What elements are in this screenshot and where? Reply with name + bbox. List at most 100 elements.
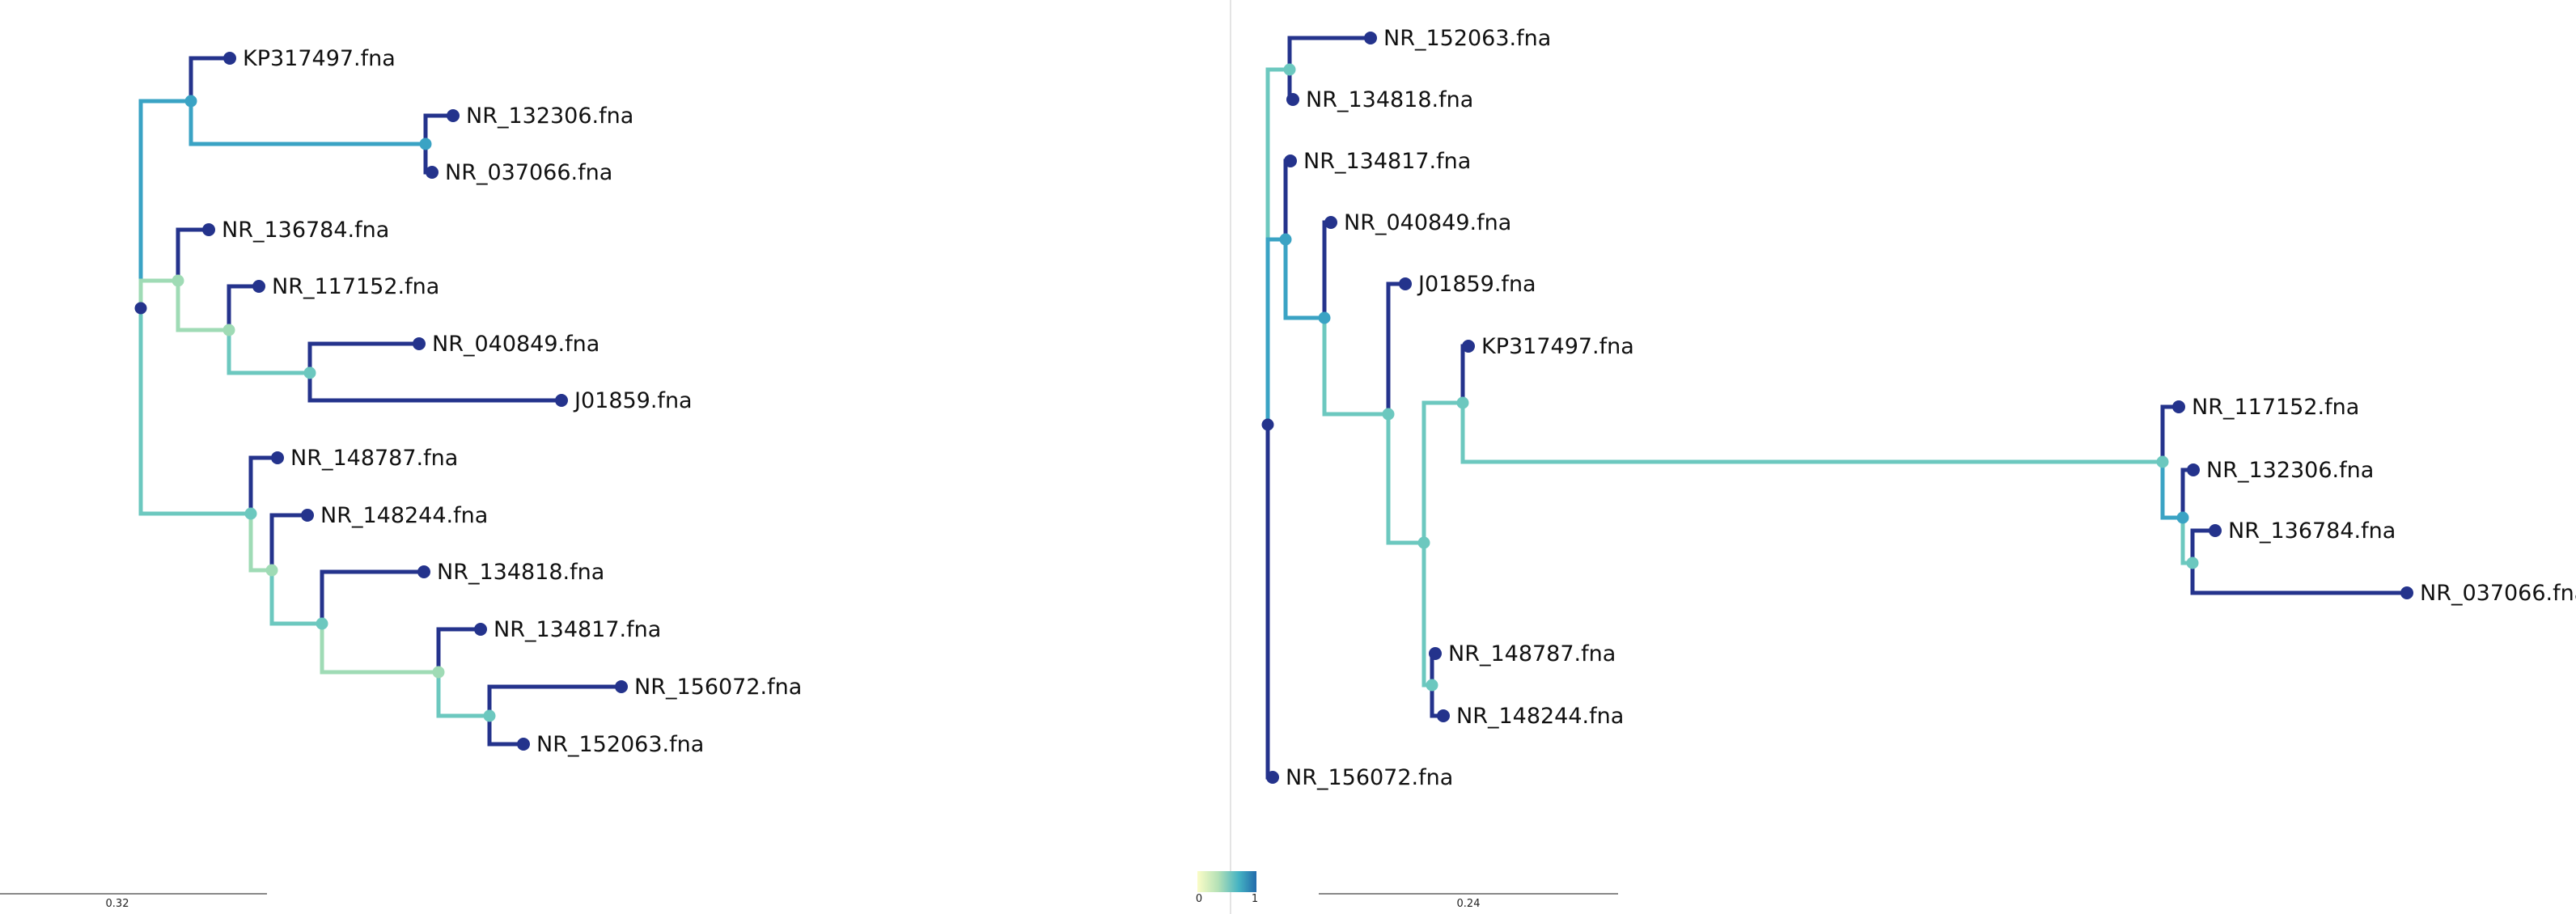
leaf-label: NR_134817.fna — [1303, 149, 1471, 174]
internal-node — [184, 95, 197, 108]
leaf-node — [1437, 709, 1450, 722]
branch-d — [176, 281, 229, 332]
leaf-label: KP317497.fna — [243, 46, 396, 71]
leaf-label: NR_148787.fna — [1448, 641, 1616, 666]
leaf-label: NR_040849.fna — [432, 332, 600, 357]
branch-b — [189, 101, 426, 146]
branch-l_kp317497 — [189, 56, 230, 101]
leaf-label: NR_148787.fna — [290, 446, 458, 471]
branch-l_nr132306 — [423, 113, 453, 144]
branch-r_nr132306 — [2180, 468, 2193, 518]
leaf-node — [517, 738, 530, 751]
leaf-node — [417, 565, 430, 578]
internal-node — [483, 709, 496, 722]
internal-node — [265, 564, 278, 577]
leaf-label: NR_037066.fna — [445, 160, 612, 185]
branch-l_nr134817 — [436, 627, 481, 672]
internal-node — [1426, 679, 1438, 692]
leaf-label: NR_117152.fna — [2192, 395, 2359, 420]
branch-r_nr152063 — [1287, 36, 1371, 70]
leaf-node — [1286, 93, 1299, 106]
branch-h — [2160, 462, 2183, 520]
leaf-node — [2209, 524, 2222, 537]
branch-r_kp317497 — [1460, 344, 1468, 403]
internal-node — [172, 274, 184, 287]
leaf-node — [413, 337, 426, 350]
branch-e — [1386, 414, 1424, 545]
branch-l_nr148787 — [248, 455, 278, 514]
branch-r_nr040849 — [1322, 220, 1331, 318]
leaf-label: NR_134818.fna — [437, 560, 604, 585]
branch-r_nr156072 — [1265, 425, 1273, 780]
internal-node — [316, 617, 328, 630]
branch-c — [1283, 239, 1324, 320]
leaf-label: NR_156072.fna — [634, 675, 802, 700]
leaf-node — [1364, 32, 1377, 44]
leaf-node — [223, 52, 236, 65]
leaf-label: NR_148244.fna — [1456, 704, 1624, 729]
leaf-node — [2172, 400, 2185, 413]
internal-node — [2186, 556, 2199, 569]
internal-node — [244, 507, 257, 520]
left-scale-label: 0.32 — [106, 898, 129, 910]
leaf-node — [1429, 647, 1442, 660]
left-tree: KP317497.fnaNR_132306.fnaNR_037066.fnaNR… — [134, 46, 802, 757]
leaf-label: NR_152063.fna — [536, 732, 704, 757]
leaf-label: NR_117152.fna — [272, 274, 439, 299]
leaf-label: J01859.fna — [573, 388, 693, 413]
internal-node — [2176, 511, 2189, 524]
leaf-label: NR_134817.fna — [494, 617, 661, 642]
branch-a — [138, 99, 191, 308]
branch-r_nr117152 — [2160, 404, 2179, 462]
internal-node — [1318, 311, 1331, 324]
leaf-node — [555, 394, 568, 407]
right-scale-label: 0.24 — [1457, 898, 1481, 910]
branch-l_nr040849 — [307, 341, 419, 373]
branch-r_j01859 — [1386, 281, 1405, 414]
right-scale-bar: 0.24 — [1319, 893, 1618, 910]
branch-i — [320, 624, 439, 675]
internal-node — [419, 138, 432, 150]
internal-node — [303, 366, 316, 379]
internal-node — [432, 666, 445, 679]
leaf-node — [2400, 586, 2413, 599]
leaf-node — [447, 109, 460, 122]
branch-f — [1421, 400, 1463, 543]
branch-l_nr117152 — [227, 284, 259, 330]
right-tree: NR_152063.fnaNR_134818.fnaNR_134817.fnaN… — [1261, 26, 2576, 790]
internal-node — [1283, 63, 1296, 76]
leaf-label: NR_040849.fna — [1344, 210, 1511, 235]
branch-g — [248, 514, 272, 573]
leaf-label: NR_136784.fna — [222, 218, 389, 243]
leaf-label: NR_156072.fna — [1286, 765, 1453, 790]
leaf-node — [271, 451, 284, 464]
branch-c — [138, 278, 178, 308]
internal-node — [1279, 233, 1292, 246]
branch-r_nr037066 — [2190, 563, 2407, 595]
left-scale-bar: 0.32 — [0, 893, 267, 910]
leaf-node — [202, 223, 215, 236]
colorbar-min-label: 0 — [1196, 893, 1202, 905]
root-node — [1261, 418, 1274, 431]
internal-node — [1456, 396, 1469, 409]
leaf-node — [1399, 277, 1412, 290]
leaf-label: KP317497.fna — [1481, 334, 1634, 359]
leaf-label: NR_132306.fna — [466, 104, 633, 129]
leaf-node — [301, 509, 314, 522]
branch-b — [1265, 237, 1286, 425]
leaf-node — [1324, 216, 1337, 229]
leaf-label: NR_132306.fna — [2206, 458, 2374, 483]
branch-e — [227, 330, 310, 375]
root-node — [134, 302, 147, 315]
leaf-label: NR_148244.fna — [320, 503, 488, 528]
branch-l_nr152063 — [487, 716, 523, 747]
support-colorbar: 0 1 — [1196, 871, 1258, 905]
branch-l_nr134818 — [320, 569, 424, 624]
branch-l_j01859 — [307, 373, 561, 403]
leaf-node — [1266, 771, 1279, 784]
leaf-label: NR_037066.fna — [2420, 581, 2576, 606]
colorbar-max-label: 1 — [1252, 893, 1258, 905]
branch-h — [269, 570, 322, 626]
branch-d — [1322, 318, 1388, 417]
